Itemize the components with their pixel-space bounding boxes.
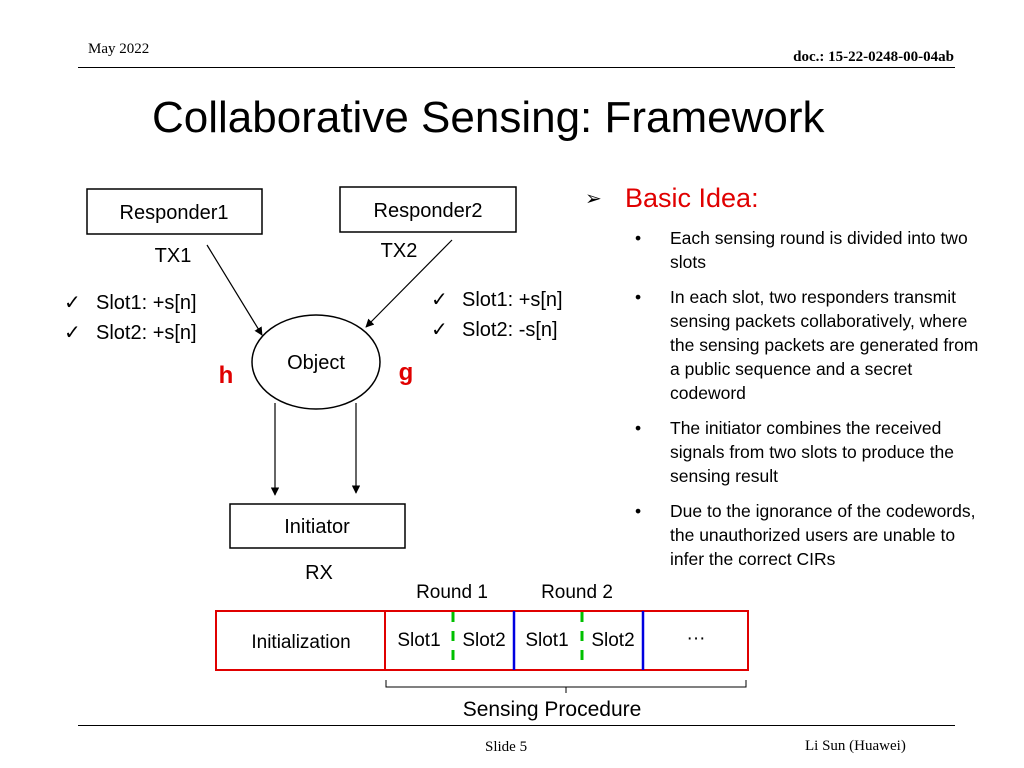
point-text: In each slot, two responders transmit se… [670,287,979,403]
right-slot1-check-icon: ✓ [431,289,448,311]
header-doc-id: doc.: 15-22-0248-00-04ab [793,49,954,65]
tx2-label: TX2 [381,240,418,262]
slide-title: Collaborative Sensing: Framework [152,93,825,142]
point-text: The initiator combines the received sign… [670,418,955,486]
basic-idea-point: • The initiator combines the received si… [585,416,992,488]
sensing-procedure-brace [385,680,747,693]
initiator-label: Initiator [284,516,350,538]
basic-idea-point: • In each slot, two responders transmit … [585,285,992,405]
responder1-label: Responder1 [120,202,229,224]
tx1-label: TX1 [155,245,192,267]
left-slot2-check-icon: ✓ [64,322,81,344]
header-divider [78,67,955,68]
slide-number: Slide 5 [485,739,528,755]
slot-label: Slot1 [397,630,440,651]
initiator-box [229,503,406,549]
arrow-bullet-icon: ➢ [585,188,602,210]
basic-idea-heading: ➢ Basic Idea: [585,180,1005,220]
round2-label: Round 2 [541,582,613,603]
responder1-box [86,188,263,235]
bullet-dot-icon: • [635,418,642,438]
slot-label: Slot2 [462,630,505,651]
basic-idea-point: • Each sensing round is divided into two… [585,226,992,274]
round1-label: Round 1 [416,582,488,603]
initialization-label: Initialization [251,632,350,653]
basic-idea-panel: ➢ Basic Idea: • Each sensing round is di… [585,180,1005,582]
object-label: Object [287,352,345,374]
responder2-label: Responder2 [374,200,483,222]
rx-label: RX [305,562,333,584]
left-slot1-text: Slot1: +s[n] [96,292,197,314]
responder2-box [339,186,517,233]
left-slot1-check-icon: ✓ [64,292,81,314]
right-slot2-text: Slot2: -s[n] [462,319,558,341]
bullet-dot-icon: • [635,501,642,521]
h-channel-label: h [219,362,234,389]
sensing-procedure-label: Sensing Procedure [463,698,642,721]
tx2-to-object-arrow [365,239,453,328]
basic-idea-point: • Due to the ignorance of the codewords,… [585,499,992,571]
header-date: May 2022 [88,41,150,57]
slot-label: Slot2 [591,630,634,651]
footer-author: Li Sun (Huawei) [805,738,906,754]
object-ellipse [251,314,381,410]
basic-idea-title: Basic Idea: [625,183,759,213]
slot-label: Slot1 [525,630,568,651]
right-slot1-text: Slot1: +s[n] [462,289,563,311]
left-slot2-text: Slot2: +s[n] [96,322,197,344]
g-channel-label: g [399,359,414,386]
tx1-to-object-arrow [206,244,263,336]
point-text: Each sensing round is divided into two s… [670,228,968,272]
timeline-ellipsis: ··· [687,628,706,649]
bullet-dot-icon: • [635,228,642,248]
right-slot2-check-icon: ✓ [431,319,448,341]
point-text: Due to the ignorance of the codewords, t… [670,501,976,569]
bullet-dot-icon: • [635,287,642,307]
timeline-frame [215,610,749,671]
footer-divider [78,725,955,726]
